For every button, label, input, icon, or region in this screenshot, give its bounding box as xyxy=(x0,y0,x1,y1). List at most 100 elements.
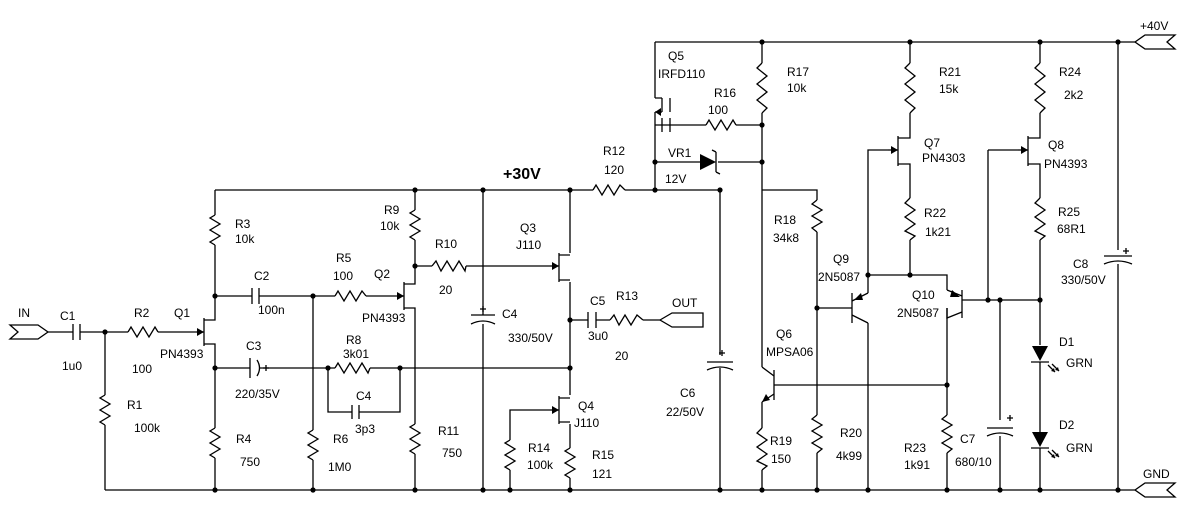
component-value-r22: 1k21 xyxy=(925,225,951,239)
capacitor-c6 xyxy=(706,361,734,371)
component-value-q9: 2N5087 xyxy=(818,270,860,284)
component-value-r2: 100 xyxy=(132,362,152,376)
component-ref-q10: Q10 xyxy=(912,288,935,302)
component-ref-c5: C5 xyxy=(590,294,606,308)
component-ref-q1: Q1 xyxy=(174,306,190,320)
component-ref-d1: D1 xyxy=(1059,335,1075,349)
led-d2 xyxy=(1031,432,1060,459)
port-in xyxy=(8,324,50,340)
component-value-r8: 3k01 xyxy=(343,347,369,361)
resistor-r15 xyxy=(563,447,577,479)
component-value-r20: 4k99 xyxy=(836,449,862,463)
component-value-c1: 1u0 xyxy=(62,359,82,373)
component-ref-c4: C4 xyxy=(356,389,372,403)
component-value-vr1: 12V xyxy=(665,172,686,186)
component-value-q3: J110 xyxy=(516,238,541,252)
resistor-r5 xyxy=(334,289,367,303)
capacitor-c4-3p3 xyxy=(351,405,360,419)
port-label-out: OUT xyxy=(672,296,698,310)
resistors xyxy=(98,62,1047,479)
diodes xyxy=(700,149,1060,459)
component-ref-r6: R6 xyxy=(333,432,349,446)
component-value-r16: 100 xyxy=(708,103,728,117)
component-value-c4: 3p3 xyxy=(355,422,375,436)
component-value-r1: 100k xyxy=(134,421,161,435)
component-ref-c3: C3 xyxy=(246,339,262,353)
ports xyxy=(8,34,1177,498)
component-ref-r12: R12 xyxy=(603,144,625,158)
bjt-q10 xyxy=(946,289,963,319)
resistor-r12 xyxy=(592,183,626,197)
resistor-r1 xyxy=(98,394,112,426)
component-ref-r22: R22 xyxy=(924,206,946,220)
component-ref-r16: R16 xyxy=(714,86,736,100)
resistor-r22 xyxy=(903,197,917,241)
resistor-r23 xyxy=(940,414,954,454)
component-ref-c7: C7 xyxy=(960,432,976,446)
component-ref-q9: Q9 xyxy=(833,252,849,266)
component-value-q6: MPSA06 xyxy=(766,345,814,359)
capacitor-c1 xyxy=(72,324,81,340)
component-ref-c4: C4 xyxy=(502,307,518,321)
resistor-r11 xyxy=(408,423,422,455)
capacitor-c7 xyxy=(986,427,1014,437)
component-value-c5: 3u0 xyxy=(588,329,608,343)
component-value-c3: 220/35V xyxy=(235,387,280,401)
resistor-r3 xyxy=(208,214,222,246)
component-ref-r4: R4 xyxy=(236,432,252,446)
rail-label-40v: +40V xyxy=(1140,19,1168,33)
component-value-r3: 10k xyxy=(235,232,255,246)
wires xyxy=(48,39,1135,493)
jfet-q8 xyxy=(1018,135,1041,168)
capacitor-c4-330 xyxy=(470,314,496,325)
component-value-c8: 330/50V xyxy=(1061,273,1106,287)
component-ref-r5: R5 xyxy=(336,251,352,265)
component-value-q10: 2N5087 xyxy=(897,306,939,320)
component-value-r24: 2k2 xyxy=(1064,88,1084,102)
resistor-r25 xyxy=(1033,197,1047,241)
component-ref-r17: R17 xyxy=(787,65,809,79)
component-value-r9: 10k xyxy=(380,219,400,233)
component-value-q4: J110 xyxy=(574,416,599,430)
component-ref-q8: Q8 xyxy=(1048,138,1064,152)
rail-label-30v: +30V xyxy=(503,166,541,183)
component-ref-r2: R2 xyxy=(134,306,150,320)
led-d1 xyxy=(1031,346,1060,373)
component-value-q8: PN4393 xyxy=(1044,157,1088,171)
component-value-d1: GRN xyxy=(1066,356,1093,370)
component-ref-r20: R20 xyxy=(840,426,862,440)
component-value-d2: GRN xyxy=(1066,441,1093,455)
port-gnd xyxy=(1133,482,1177,498)
component-ref-vr1: VR1 xyxy=(668,146,692,160)
component-ref-q5: Q5 xyxy=(668,49,684,63)
component-ref-q2: Q2 xyxy=(374,267,390,281)
jfet-q1 xyxy=(196,318,216,346)
resistor-r17 xyxy=(755,62,769,114)
component-ref-r1: R1 xyxy=(127,398,143,412)
mosfet-q5 xyxy=(655,97,671,132)
component-value-r10: 20 xyxy=(439,283,453,297)
resistor-r21 xyxy=(903,62,917,114)
component-ref-r19: R19 xyxy=(770,434,792,448)
resistor-r14 xyxy=(503,439,517,471)
component-ref-r11: R11 xyxy=(438,424,459,438)
component-ref-r23: R23 xyxy=(904,441,926,455)
component-value-q2: PN4393 xyxy=(362,311,406,325)
component-ref-q3: Q3 xyxy=(520,221,536,235)
capacitor-c2 xyxy=(251,288,260,304)
component-ref-r13: R13 xyxy=(616,289,638,303)
capacitor-c8 xyxy=(1103,255,1133,265)
resistor-r10 xyxy=(431,259,467,273)
jfet-q4 xyxy=(550,396,570,424)
component-value-q5: IRFD110 xyxy=(658,67,705,81)
component-ref-r21: R21 xyxy=(939,65,961,79)
component-ref-r24: R24 xyxy=(1059,65,1081,79)
capacitor-c3 xyxy=(249,358,261,378)
capacitor-c5 xyxy=(587,312,597,328)
resistor-r18 xyxy=(810,199,824,233)
component-ref-c1: C1 xyxy=(60,309,76,323)
component-value-c2: 100n xyxy=(258,303,285,317)
zener-vr1 xyxy=(700,149,721,175)
component-value-r19: 150 xyxy=(771,452,791,466)
